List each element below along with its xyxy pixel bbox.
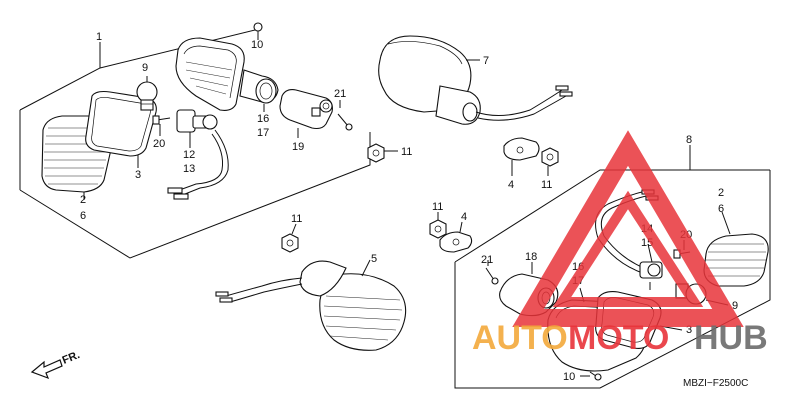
socket-upper [167, 109, 229, 200]
winker-5 [215, 260, 407, 351]
plate-4-center [439, 231, 473, 253]
watermark: AUTO MOTO HUB [472, 130, 768, 357]
plate-4-top [503, 137, 540, 161]
callout-11-center: 11 [432, 201, 443, 213]
callout-6-lower: 6 [718, 203, 724, 215]
front-arrow-icon [30, 359, 63, 380]
winker-7 [378, 35, 573, 125]
screw-20-upper [152, 115, 171, 125]
gasket-upper [85, 90, 157, 157]
watermark-moto: MOTO [568, 319, 669, 357]
callout-2-lower: 2 [718, 187, 724, 199]
callout-3-lower: 3 [686, 324, 692, 336]
screw-21-upper [337, 113, 353, 131]
callout-3-upper: 3 [135, 169, 141, 181]
callout-11-mid: 11 [401, 146, 412, 158]
callout-20-upper: 20 [153, 138, 165, 150]
nut-11-mid [367, 143, 385, 163]
callout-4-center: 4 [461, 211, 467, 223]
callout-18: 18 [525, 251, 537, 263]
watermark-auto: AUTO [472, 319, 568, 357]
callout-11-low: 11 [291, 213, 302, 225]
callout-7: 7 [483, 55, 489, 67]
watermark-triangle-icon [512, 130, 744, 327]
nut-11-top-right [541, 147, 559, 167]
front-direction-indicator: FR. [30, 349, 82, 380]
callout-11-top-right: 11 [541, 179, 552, 191]
callout-9-upper: 9 [142, 62, 148, 74]
watermark-hub: HUB [694, 319, 768, 357]
screw-10-upper [253, 22, 263, 38]
screw-21-lower [485, 267, 499, 285]
callout-2-upper: 2 [80, 194, 86, 206]
callout-13: 13 [183, 163, 195, 175]
housing-upper [175, 37, 279, 111]
callout-17-upper: 17 [257, 127, 269, 139]
diagram-code: MBZI−F2500C [683, 378, 748, 389]
callout-19: 19 [292, 141, 304, 153]
nut-11-center [429, 219, 447, 239]
callout-12: 12 [183, 149, 195, 161]
callout-4-top: 4 [508, 179, 514, 191]
callout-1: 1 [96, 31, 102, 43]
assembly-8-frame [454, 145, 771, 389]
callout-16-upper: 16 [257, 113, 269, 125]
callout-10-upper: 10 [251, 39, 263, 51]
nut-11-low [281, 233, 299, 253]
callout-8: 8 [686, 134, 692, 146]
bracket-19 [279, 89, 333, 130]
callout-9-lower: 9 [732, 300, 738, 312]
callout-21-lower: 21 [481, 254, 493, 266]
bulb-upper [136, 81, 158, 111]
callout-10-lower: 10 [563, 371, 575, 383]
callout-5: 5 [371, 253, 377, 265]
callout-6-upper: 6 [80, 210, 86, 222]
front-label: FR. [61, 349, 82, 367]
screw-10-lower [589, 371, 602, 381]
callout-21-upper: 21 [334, 88, 346, 100]
